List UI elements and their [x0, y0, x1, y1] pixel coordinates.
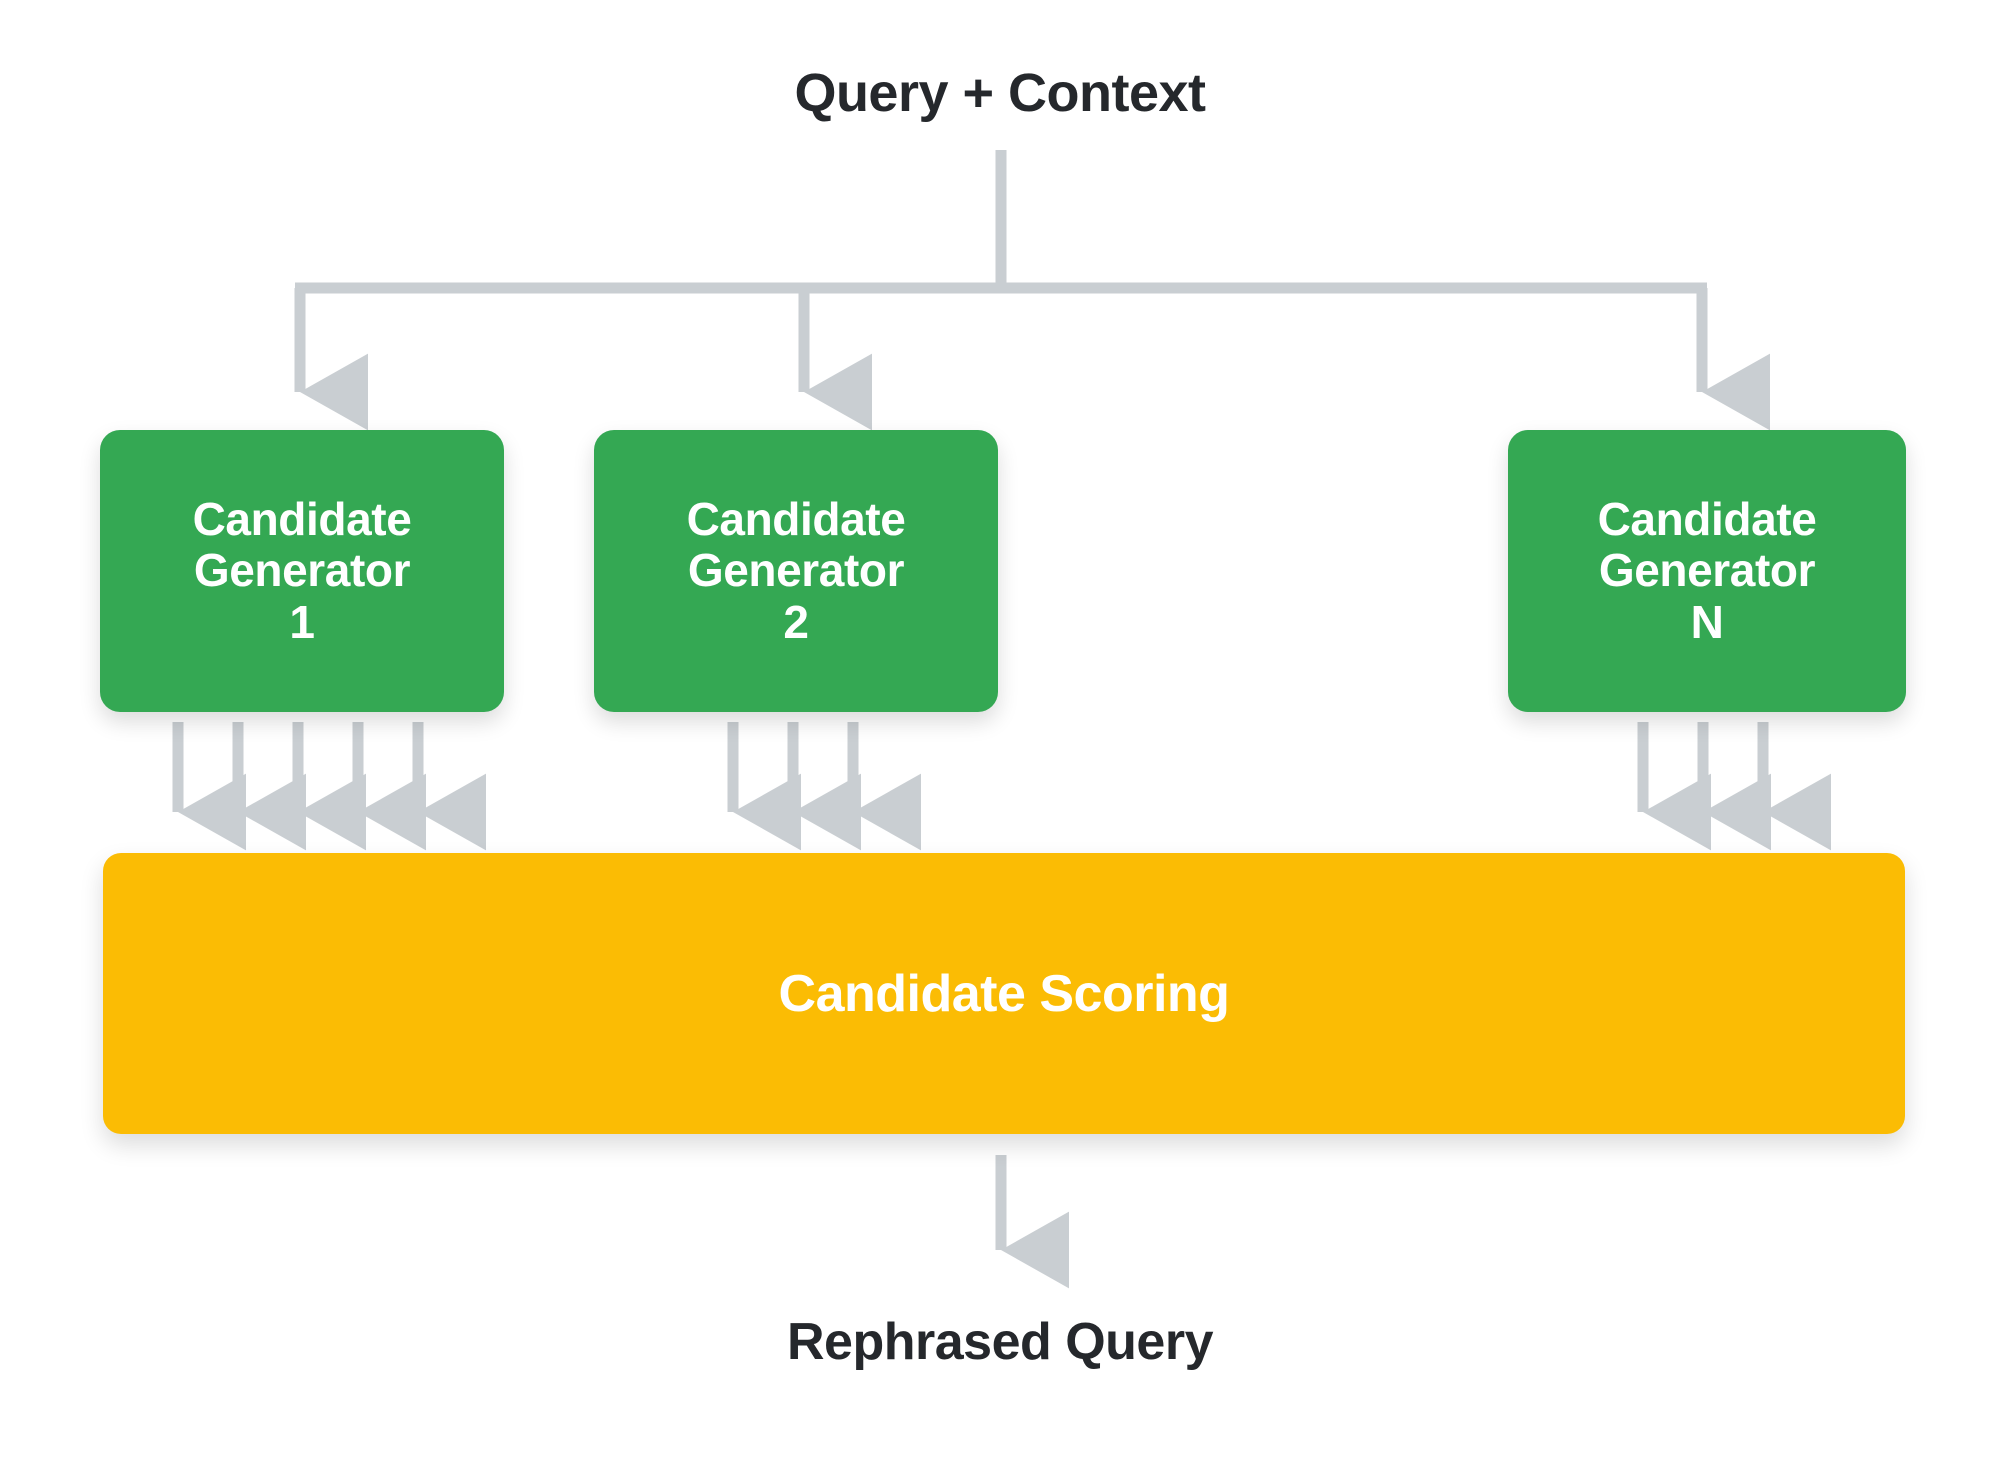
candidate-scoring-bar[interactable]: Candidate Scoring	[103, 853, 1905, 1134]
query-context-node: Query + Context	[794, 63, 1206, 123]
genN-line1: Candidate	[1597, 492, 1817, 545]
candidate-generator-n-box[interactable]: Candidate Generator N	[1508, 430, 1906, 712]
candidate-generator-n-label: Candidate Generator N	[1597, 492, 1817, 649]
genN-line3: N	[1690, 595, 1724, 648]
gen1-line2: Generator	[193, 544, 411, 597]
candidate-generator-1-label: Candidate Generator 1	[192, 492, 412, 649]
gen1-to-scoring-arrows	[172, 722, 487, 851]
gen2-line1: Candidate	[686, 492, 906, 545]
candidate-generator-2-label: Candidate Generator 2	[686, 492, 906, 649]
candidate-scoring-label: Candidate Scoring	[778, 964, 1230, 1023]
gen1-line1: Candidate	[192, 492, 412, 545]
gen2-line3: 2	[783, 595, 809, 648]
fanout-connector	[294, 150, 1771, 431]
genN-line2: Generator	[1598, 544, 1816, 597]
genN-to-scoring-arrows	[1637, 722, 1832, 851]
gen2-line2: Generator	[687, 544, 905, 597]
rephrased-query-node: Rephrased Query	[787, 1313, 1214, 1371]
candidate-generator-1-box[interactable]: Candidate Generator 1	[100, 430, 504, 712]
gen1-line3: 1	[289, 595, 315, 648]
gen2-to-scoring-arrows	[727, 722, 922, 851]
candidate-generator-2-box[interactable]: Candidate Generator 2	[594, 430, 998, 712]
